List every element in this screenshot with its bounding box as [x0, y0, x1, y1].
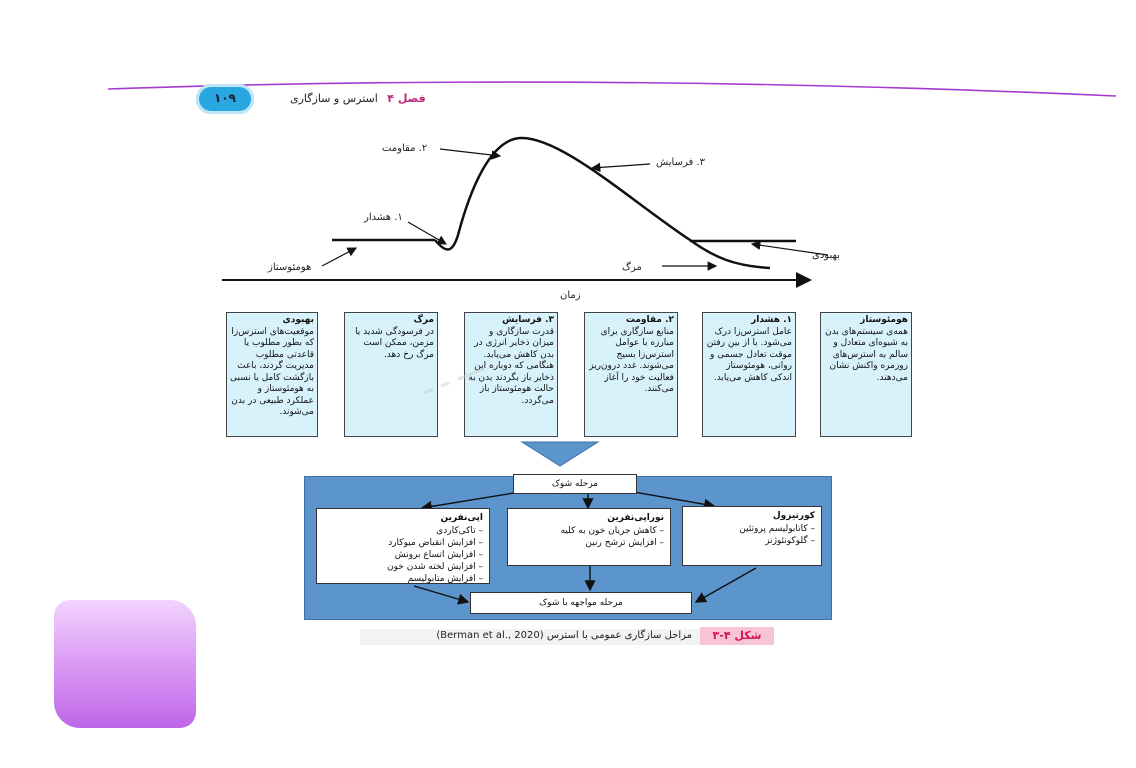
effect-item: – گلوکونئوژنز [765, 536, 815, 546]
resistance-arrow [439, 148, 502, 160]
stage-title: ۲. مقاومت [625, 315, 674, 325]
stage-title: بهبودی [282, 315, 314, 325]
alarm-label: ۱. هشدار [364, 212, 403, 223]
stage-body: موقعیت‌های استرس‌زا که بطور مطلوب یا قاع… [230, 326, 314, 418]
adaptation-curve [434, 136, 771, 270]
shock-stage-box: مرحله شوک [513, 474, 637, 494]
stage-title: ۳. فرسایش [502, 315, 554, 325]
shock-stage-label: مرحله شوک [551, 479, 599, 489]
cortisol-box: کورتیزول – کاتابولیسم پروتئین – گلوکونئو… [682, 506, 822, 566]
recovery-label: بهبودی [812, 250, 840, 261]
page-number-badge: ۱۰۹ [196, 84, 254, 114]
alarm-arrow [407, 221, 448, 245]
homeostasis-label: هومئوستاز [268, 262, 312, 273]
effect-item: – کاهش جریان خون به کلیه [560, 526, 664, 536]
stage-title: مرگ [413, 315, 434, 325]
stage-box-exhaustion: ۳. فرسایش قدرت سازگاری و میزان ذخایر انر… [464, 312, 558, 437]
recovery-arrow [750, 240, 829, 256]
norepinephrine-title: نوراپی‌نفرین [607, 513, 664, 523]
page-number: ۱۰۹ [214, 91, 236, 105]
effect-item: – افزایش لخته شدن خون [387, 562, 483, 572]
caption-bar [360, 629, 774, 645]
epinephrine-title: اپی‌نفرین [440, 513, 483, 523]
stage-box-alarm: ۱. هشدار عامل استرس‌زا درک می‌شود. با از… [702, 312, 796, 437]
chapter-title: استرس و سازگاری [290, 92, 378, 105]
resistance-label: ۲. مقاومت [382, 143, 428, 154]
epinephrine-box: اپی‌نفرین – تاکی‌کاردی – افزایش انقباض م… [316, 508, 490, 584]
chapter-label: فصل ۴ [387, 92, 426, 105]
stage-body: منابع سازگاری برای مبارزه با عوامل استرس… [589, 326, 674, 395]
stage-body: قدرت سازگاری و میزان ذخایر انرژی در بدن … [468, 326, 554, 406]
stage-body: همه‌ی سیستم‌های بدن به شیوه‌ای متعادل و … [825, 326, 908, 383]
effect-item: – کاتابولیسم پروتئین [739, 524, 815, 534]
decorative-tab [54, 600, 196, 728]
effect-item: – افزایش متابولیسم [407, 574, 483, 584]
stress-curve-diagram [222, 136, 829, 288]
stage-box-homeostasis: هومئوستاز همه‌ی سیستم‌های بدن به شیوه‌ای… [820, 312, 912, 437]
down-arrow-icon [520, 441, 600, 467]
stage-title: هومئوستاز [860, 315, 908, 325]
figure-tag: شکل ۴-۳ [700, 627, 774, 645]
effect-item: – افزایش ترشح رنین [585, 538, 664, 548]
time-axis-label: زمان [560, 290, 581, 301]
figure-caption: مراحل سازگاری عمومی با استرس (Berman et … [436, 630, 692, 641]
stage-title: ۱. هشدار [751, 315, 792, 325]
stage-box-death: مرگ در فرسودگی شدید یا مزمن، ممکن است مر… [344, 312, 438, 437]
effect-item: – تاکی‌کاردی [436, 526, 483, 536]
figure-number: شکل ۴-۳ [712, 629, 762, 642]
stage-body: در فرسودگی شدید یا مزمن، ممکن است مرگ رخ… [355, 326, 434, 360]
stage-body: عامل استرس‌زا درک می‌شود. با از بین رفتن… [706, 326, 792, 383]
chapter-heading: فصل ۴ استرس و سازگاری [290, 92, 426, 105]
exhaustion-label: ۳. فرسایش [656, 157, 705, 168]
flow-arrows [413, 491, 757, 605]
stage-box-resistance: ۲. مقاومت منابع سازگاری برای مبارزه با ع… [584, 312, 678, 437]
homeostasis-arrow [321, 247, 358, 267]
cortisol-title: کورتیزول [772, 511, 815, 521]
effect-item: – افزایش اتساع برونش [394, 550, 483, 560]
countershock-label: مرحله مواجهه با شوک [539, 598, 623, 608]
exhaustion-arrow [590, 162, 651, 173]
countershock-box: مرحله مواجهه با شوک [470, 592, 692, 614]
norepinephrine-box: نوراپی‌نفرین – کاهش جریان خون به کلیه – … [507, 508, 671, 566]
death-label: مرگ [622, 262, 642, 273]
effect-item: – افزایش انقباض میوکارد [388, 538, 483, 548]
stage-box-recovery: بهبودی موقعیت‌های استرس‌زا که بطور مطلوب… [226, 312, 318, 437]
